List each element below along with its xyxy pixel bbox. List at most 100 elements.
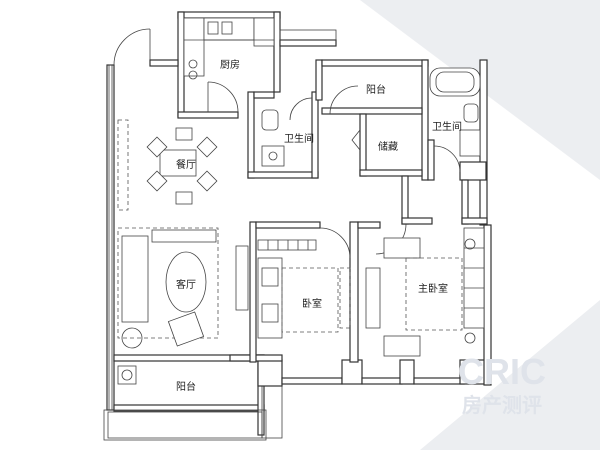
chair-icon [175, 127, 193, 141]
wall [273, 11, 281, 93]
balcony-railing [103, 409, 267, 441]
tv-cabinet-icon [365, 267, 381, 329]
kitchen-counter [183, 17, 205, 77]
wall [247, 171, 319, 179]
room-label-storage: 储藏 [378, 140, 398, 153]
wall [321, 59, 429, 67]
backdrop-shape [420, 300, 600, 450]
room-label-kitchen: 厨房 [220, 58, 240, 71]
nightstand-icon [383, 335, 421, 357]
plant-icon [121, 327, 143, 349]
washing-machine-icon [117, 365, 137, 385]
folding-door [351, 129, 361, 151]
room-label-balcony: 阳台 [176, 380, 196, 393]
wall [279, 39, 337, 47]
wall [255, 221, 321, 229]
toilet-icon [261, 109, 279, 131]
wall [413, 377, 465, 385]
wall [401, 175, 409, 225]
room-label-bedroom: 卧室 [302, 297, 322, 310]
pillow-icon [261, 303, 279, 323]
window [279, 29, 337, 41]
wall [359, 113, 367, 177]
bathtub-icon [429, 67, 481, 97]
bathtub-inner [435, 71, 475, 93]
wall [253, 91, 275, 99]
rug [117, 227, 219, 339]
wall [459, 161, 487, 181]
wall [177, 11, 185, 118]
lamp-icon [464, 332, 476, 344]
wardrobe-icon [257, 239, 317, 251]
door-swing [289, 97, 313, 121]
wall [461, 179, 469, 225]
wall [106, 64, 115, 411]
watermark-brand: CRIC [458, 351, 546, 392]
coffee-table-icon [165, 251, 207, 313]
door-swing [113, 28, 151, 66]
washbasin-icon [261, 145, 285, 167]
chair-icon [146, 170, 168, 192]
wall [311, 91, 319, 179]
wall [149, 59, 179, 67]
wall [177, 11, 281, 19]
room-label-master-bedroom: 主卧室 [418, 282, 448, 295]
bed-icon [281, 267, 339, 333]
room-label-balcony: 阳台 [366, 83, 386, 96]
sink-icon [207, 21, 219, 35]
wall [359, 169, 423, 177]
washbasin-icon [459, 129, 481, 157]
room-label-bathroom: 卫生间 [432, 120, 462, 133]
wall [399, 359, 415, 385]
wall [421, 59, 429, 181]
pillow-icon [261, 267, 279, 287]
wall [361, 377, 403, 385]
tv-cabinet-icon [235, 245, 249, 311]
armchair-icon [167, 311, 205, 347]
chair-icon [146, 136, 168, 158]
wall [177, 111, 239, 119]
door-swing [207, 81, 239, 113]
wall [257, 359, 283, 387]
wall [357, 221, 381, 229]
room-label-bathroom: 卫生间 [284, 132, 314, 145]
chair-icon [196, 170, 218, 192]
wall [427, 139, 435, 181]
chair-icon [196, 136, 218, 158]
wall [479, 59, 488, 226]
sink-icon [221, 21, 233, 35]
wall [247, 91, 255, 179]
sofa-icon [151, 229, 217, 243]
door-swing [329, 85, 359, 115]
wall [249, 221, 257, 363]
sideboard-icon [117, 119, 129, 211]
door-swing [319, 227, 351, 259]
nightstand-icon [383, 237, 421, 259]
lamp-icon [464, 238, 476, 250]
wall [315, 59, 323, 101]
balcony-railing [107, 411, 263, 439]
stove-burner [188, 59, 198, 69]
dining-table-icon [159, 149, 197, 177]
room-label-living: 客厅 [176, 278, 196, 291]
door-swing [433, 145, 461, 173]
washbasin-drain [268, 151, 278, 161]
wall [341, 359, 363, 385]
wall [459, 359, 487, 385]
chair-icon [175, 191, 193, 205]
wall [461, 217, 488, 225]
wall [281, 377, 343, 385]
wall [321, 107, 423, 115]
wardrobe-icon [463, 227, 485, 329]
room-label-dining: 餐厅 [176, 158, 196, 171]
kitchen-counter [253, 17, 275, 47]
wall [349, 221, 359, 363]
washing-machine-drum [121, 369, 133, 381]
watermark-subtitle: 房产测评 [462, 393, 542, 417]
bed-icon [405, 257, 463, 331]
desk-icon [339, 267, 351, 329]
toilet-icon [463, 103, 479, 123]
stove-burner [188, 70, 198, 80]
